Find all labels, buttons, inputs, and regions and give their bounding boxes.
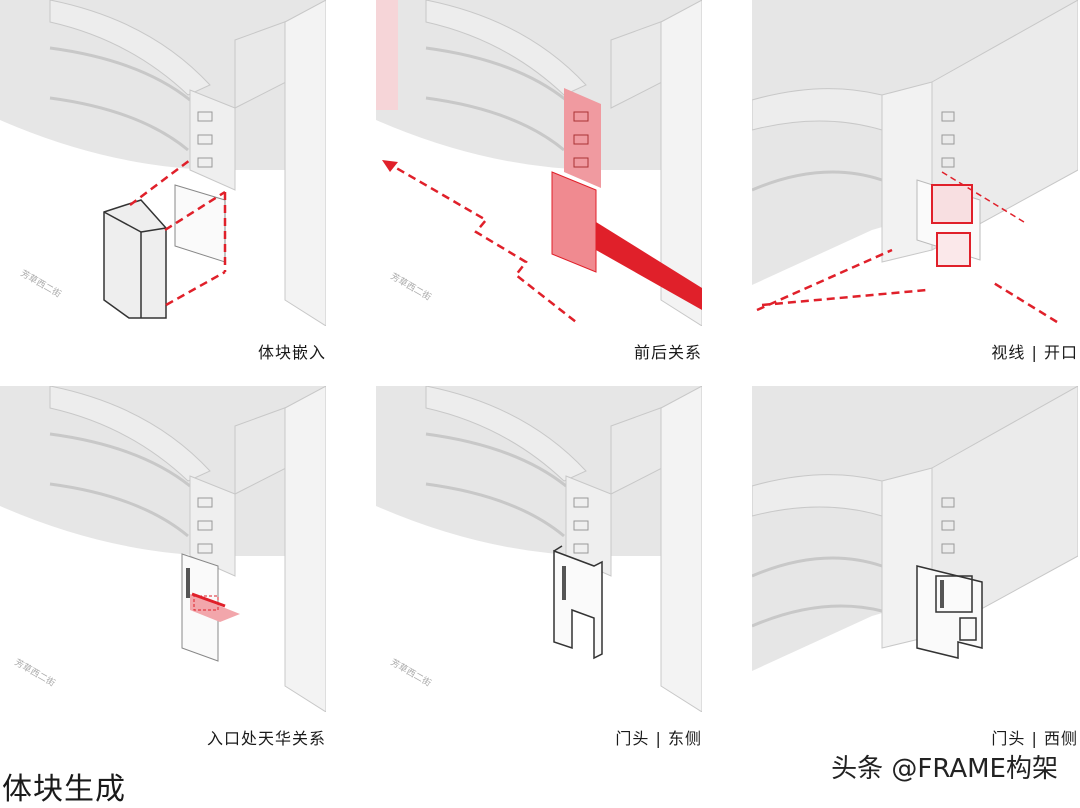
diagram-panel-6 [752, 386, 1078, 712]
panel-3-caption: 视线 | 开口 [991, 343, 1078, 362]
diagram-panel-4: 芳草西二街 [0, 386, 326, 712]
diagram-panel-3 [752, 0, 1078, 326]
panel-5-drawing: 芳草西二街 [376, 386, 702, 712]
diagram-panel-5: 芳草西二街 [376, 386, 702, 712]
panel-4-drawing: 芳草西二街 [0, 386, 326, 712]
panel-6-caption: 门头 | 西侧 [991, 729, 1078, 748]
watermark: 头条 @FRAME构架 [831, 754, 1058, 784]
figure-title: 体块生成 [2, 772, 126, 807]
panel-2-drawing: 芳草西二街 [376, 0, 702, 326]
panel-1-caption: 体块嵌入 [257, 343, 326, 362]
diagram-panel-1: 芳草西二街 [0, 0, 326, 326]
panel-5-caption: 门头 | 东侧 [615, 729, 702, 748]
panel-3-drawing [752, 0, 1078, 326]
panel-2-caption: 前后关系 [633, 343, 702, 362]
panel-4-caption: 入口处天华关系 [206, 729, 326, 748]
panel-1-drawing: 芳草西二街 [0, 0, 326, 326]
diagram-panel-2: 芳草西二街 [376, 0, 702, 326]
panel-6-drawing [752, 386, 1078, 712]
